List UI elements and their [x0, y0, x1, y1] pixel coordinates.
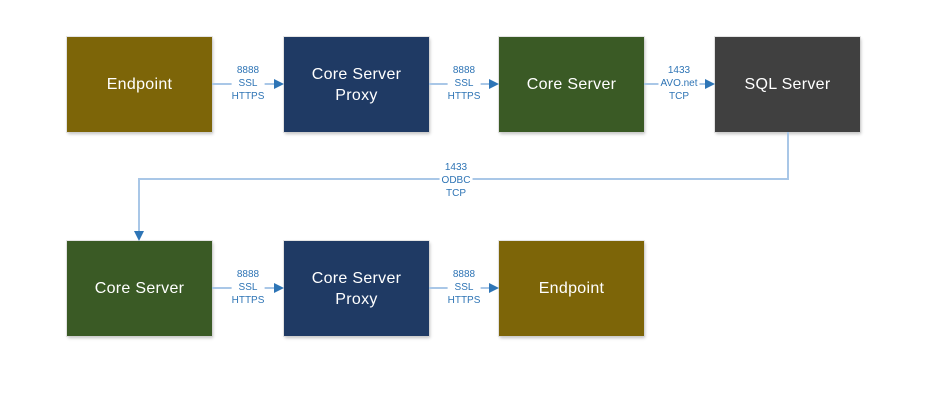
transport-label: HTTPS [447, 91, 481, 102]
node-label: Core Server Proxy [311, 269, 402, 308]
port-label: 1433 [444, 162, 468, 173]
arrowhead-right-icon [489, 283, 499, 293]
protocol-label: SSL [447, 281, 481, 294]
port-label: 8888 [236, 269, 260, 280]
protocol-label: SSL [231, 77, 265, 90]
protocol-label: SSL [447, 77, 481, 90]
node-core-server-proxy-2: Core Server Proxy [284, 241, 429, 336]
connector-label: 8888 SSL HTTPS [231, 268, 265, 307]
node-core-server-proxy-1: Core Server Proxy [284, 37, 429, 132]
protocol-label: ODBC [439, 174, 473, 187]
port-label: 8888 [452, 65, 476, 76]
transport-label: TCP [669, 91, 689, 102]
port-label: 1433 [667, 65, 691, 76]
node-label: Core Server [94, 280, 185, 297]
arrowhead-right-icon [489, 79, 499, 89]
arrowhead-right-icon [274, 283, 284, 293]
arrowhead-right-icon [274, 79, 284, 89]
node-sql-server: SQL Server [715, 37, 860, 132]
protocol-label: AVO.net [658, 77, 700, 90]
connector-label: 8888 SSL HTTPS [447, 268, 481, 307]
port-label: 8888 [452, 269, 476, 280]
node-core-server-1: Core Server [499, 37, 644, 132]
node-endpoint-1: Endpoint [67, 37, 212, 132]
port-label: 8888 [236, 65, 260, 76]
node-core-server-2: Core Server [67, 241, 212, 336]
connector-label: 8888 SSL HTTPS [231, 64, 265, 103]
connector-label: 1433 AVO.net TCP [658, 64, 700, 103]
node-label: SQL Server [744, 76, 831, 93]
transport-label: HTTPS [447, 295, 481, 306]
protocol-label: SSL [231, 281, 265, 294]
transport-label: TCP [446, 188, 466, 199]
transport-label: HTTPS [231, 91, 265, 102]
node-endpoint-2: Endpoint [499, 241, 644, 336]
node-label: Endpoint [106, 76, 173, 93]
connector-label: 8888 SSL HTTPS [447, 64, 481, 103]
arrowhead-right-icon [705, 79, 715, 89]
node-label: Endpoint [538, 280, 605, 297]
connector-line [138, 178, 140, 232]
transport-label: HTTPS [231, 295, 265, 306]
arrowhead-down-icon [134, 231, 144, 241]
connector-line [787, 132, 789, 179]
node-label: Core Server Proxy [311, 65, 402, 104]
connector-label: 1433 ODBC TCP [439, 161, 473, 200]
node-label: Core Server [526, 76, 617, 93]
